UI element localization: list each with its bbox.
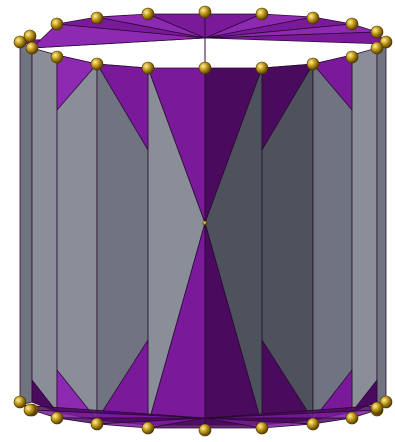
vertex-sphere [256,62,268,74]
vertex-sphere [14,396,26,408]
vertex-sphere [307,58,319,70]
vertex-sphere [91,418,103,430]
grey-panel [377,42,386,405]
grey-panel [32,48,57,412]
vertex-sphere [142,62,154,74]
center-vertex [203,221,207,225]
vertex-sphere [346,18,358,30]
vertex-sphere [91,58,103,70]
vertex-sphere [142,8,154,20]
vertex-sphere [51,18,63,30]
vertex-sphere [256,422,268,434]
vertex-sphere [371,402,383,414]
vertex-sphere [307,418,319,430]
polyhedron-faces [20,12,386,430]
vertex-sphere [24,30,36,42]
vertex-sphere [371,42,383,54]
vertex-sphere [199,6,211,18]
vertex-sphere [346,51,358,63]
grey-panel [57,55,97,420]
vertex-sphere [51,412,63,424]
grey-panel [352,48,377,412]
vertex-sphere [26,42,38,54]
vertex-sphere [256,8,268,20]
vertex-sphere [199,424,211,436]
vertex-sphere [199,62,211,74]
vertex-sphere [142,422,154,434]
vertex-sphere [51,51,63,63]
vertex-sphere [307,12,319,24]
vertex-sphere [371,26,383,38]
vertex-sphere [24,404,36,416]
vertex-sphere [91,12,103,24]
grey-panel [313,55,352,420]
vertex-sphere [346,412,358,424]
grey-panel [20,42,32,405]
